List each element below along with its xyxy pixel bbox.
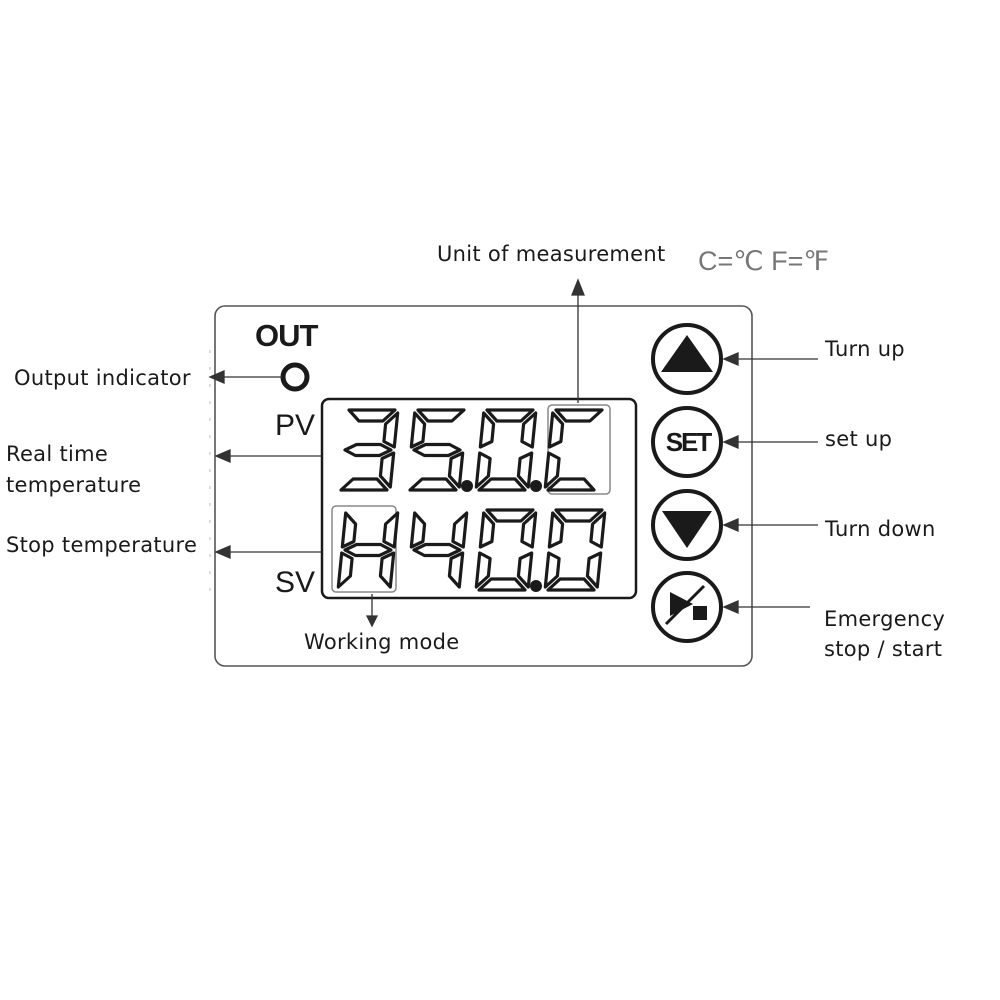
play-stop-icon [664,584,707,626]
digit-segment-a [485,408,535,423]
digit-segment-g [343,442,393,458]
digit-segment-f [547,411,565,449]
seven-segment-digit [474,408,542,492]
turn-up-button[interactable] [651,323,723,395]
digit-segment-d [546,477,596,492]
digit-segment-c [378,551,396,589]
digit-segment-g [412,542,462,558]
out-label: OUT [255,318,318,353]
set-button[interactable] [651,406,723,478]
seven-segment-digit [409,511,469,589]
unit-legend: C=℃ F=℉ [698,246,830,276]
digit-segment-a [416,408,466,423]
digit-segment-b [520,411,538,449]
digit-segment-d [477,477,527,492]
real-time-temperature-label-line2: temperature [6,473,142,497]
digit-segment-c [516,551,534,589]
decimal-point [530,580,542,592]
working-mode-label: Working mode [304,630,460,654]
triangle-down-icon [662,511,712,548]
digit-segment-c [447,451,465,489]
emergency-label-line2: stop / start [824,637,943,661]
decimal-point [461,480,473,492]
digit-segment-f [547,511,565,549]
digit-segment-b [382,511,400,549]
digit-segment-c [516,451,534,489]
pv-digit-row [339,408,604,492]
digit-segment-f [478,511,496,549]
digit-segment-b [520,511,538,549]
mode-highlight-box [331,505,397,593]
leader-lines [208,278,818,628]
seven-segment-digit [336,511,400,589]
seven-segment-digit [339,408,400,492]
digit-segment-f [409,411,427,449]
digit-segment-d [546,577,596,592]
digit-segment-a [554,508,604,523]
unit-of-measurement-label: Unit of measurement [437,242,666,266]
seven-segment-digit [543,508,607,592]
turn-down-button[interactable] [651,489,723,561]
seven-segment-digit [474,508,542,592]
digit-segment-f [409,511,427,549]
device-panel [214,305,753,667]
set-button-label: SET [665,427,713,457]
output-led-icon [280,362,310,392]
digit-segment-c [447,551,465,589]
digit-segment-b [451,511,469,549]
turn-down-label: Turn down [825,517,936,541]
digit-segment-g [343,542,393,558]
real-time-temperature-label-line1: Real time [6,442,109,466]
emergency-stop-start-button[interactable] [651,571,723,643]
turn-up-label: Turn up [825,337,905,361]
decimal-point [530,480,542,492]
digit-segment-e [336,551,354,589]
digit-segment-f [340,511,358,549]
digit-segment-b [382,411,400,449]
triangle-up-icon [661,335,713,372]
digit-segment-f [478,411,496,449]
seven-segment-digit [408,408,473,492]
digit-segment-c [378,451,396,489]
pv-label: PV [275,409,316,442]
digit-segment-a [347,408,397,423]
digit-segment-e [474,451,492,489]
digit-segment-a [554,408,604,423]
stop-temperature-label: Stop temperature [6,533,198,557]
digit-segment-d [339,477,389,492]
digit-segment-c [585,551,603,589]
sv-digit-row [336,508,607,592]
digit-segment-e [474,551,492,589]
lcd-display [320,397,638,600]
output-indicator-label: Output indicator [14,366,191,390]
digit-segment-e [543,551,561,589]
digit-segment-g [412,442,462,458]
digit-segment-e [543,451,561,489]
digit-segment-d [408,477,458,492]
digit-segment-a [485,508,535,523]
digit-segment-b [589,511,607,549]
set-up-label: set up [825,427,893,451]
emergency-label-line1: Emergency [824,607,946,631]
unit-highlight-box [547,404,611,495]
digit-segment-d [477,577,527,592]
sv-label: SV [275,566,316,599]
seven-segment-digit [543,408,604,492]
